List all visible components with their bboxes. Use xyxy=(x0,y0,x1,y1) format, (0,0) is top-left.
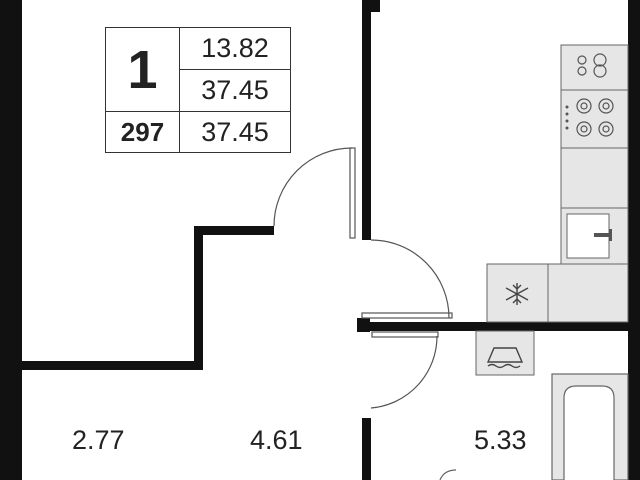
faucet-icon xyxy=(594,229,612,241)
toilet xyxy=(439,469,457,480)
washing-machine xyxy=(475,330,535,376)
stove xyxy=(560,89,629,149)
snowflake-icon xyxy=(505,283,529,305)
door-kitchen xyxy=(361,239,453,319)
total-area-repeat: 37.45 xyxy=(201,116,269,147)
room-area-label: 4.61 xyxy=(250,425,303,455)
wall-room-bottom xyxy=(22,361,203,370)
wall-bath-left-stub xyxy=(357,318,370,332)
door-kitchen-arc xyxy=(370,239,450,319)
counter-mid xyxy=(560,147,629,209)
wall-bath-left-lower xyxy=(362,418,371,480)
wall-corridor-top xyxy=(194,226,274,235)
kitchen-counter xyxy=(486,44,629,323)
door-room xyxy=(273,147,356,239)
wall-corridor-left xyxy=(194,226,203,370)
room-area-label: 5.33 xyxy=(474,425,527,455)
door-bath-leaf xyxy=(371,331,439,338)
washing-machine-icon xyxy=(486,347,524,369)
apartment-info-table: 1 297 13.82 37.45 37.45 xyxy=(105,27,291,153)
door-room-arc xyxy=(273,147,353,227)
total-area: 37.45 xyxy=(180,70,290,112)
counter-low xyxy=(547,263,629,323)
door-room-leaf xyxy=(349,147,356,239)
room-area-label: 2.77 xyxy=(72,425,125,455)
burner-icon xyxy=(576,53,614,137)
door-bath xyxy=(370,331,439,409)
living-area: 13.82 xyxy=(180,28,290,70)
stove-knobs xyxy=(565,105,569,130)
wall-left-outer xyxy=(0,0,22,480)
rooms-count: 1 xyxy=(106,28,180,112)
door-bath-arc xyxy=(370,335,438,409)
door-kitchen-leaf xyxy=(361,312,453,319)
wall-bath-top xyxy=(370,322,628,331)
apartment-number: 297 xyxy=(106,112,180,152)
bathtub-icon xyxy=(551,373,629,480)
wall-right-outer xyxy=(628,0,640,480)
wall-kitchen-left xyxy=(362,0,371,240)
